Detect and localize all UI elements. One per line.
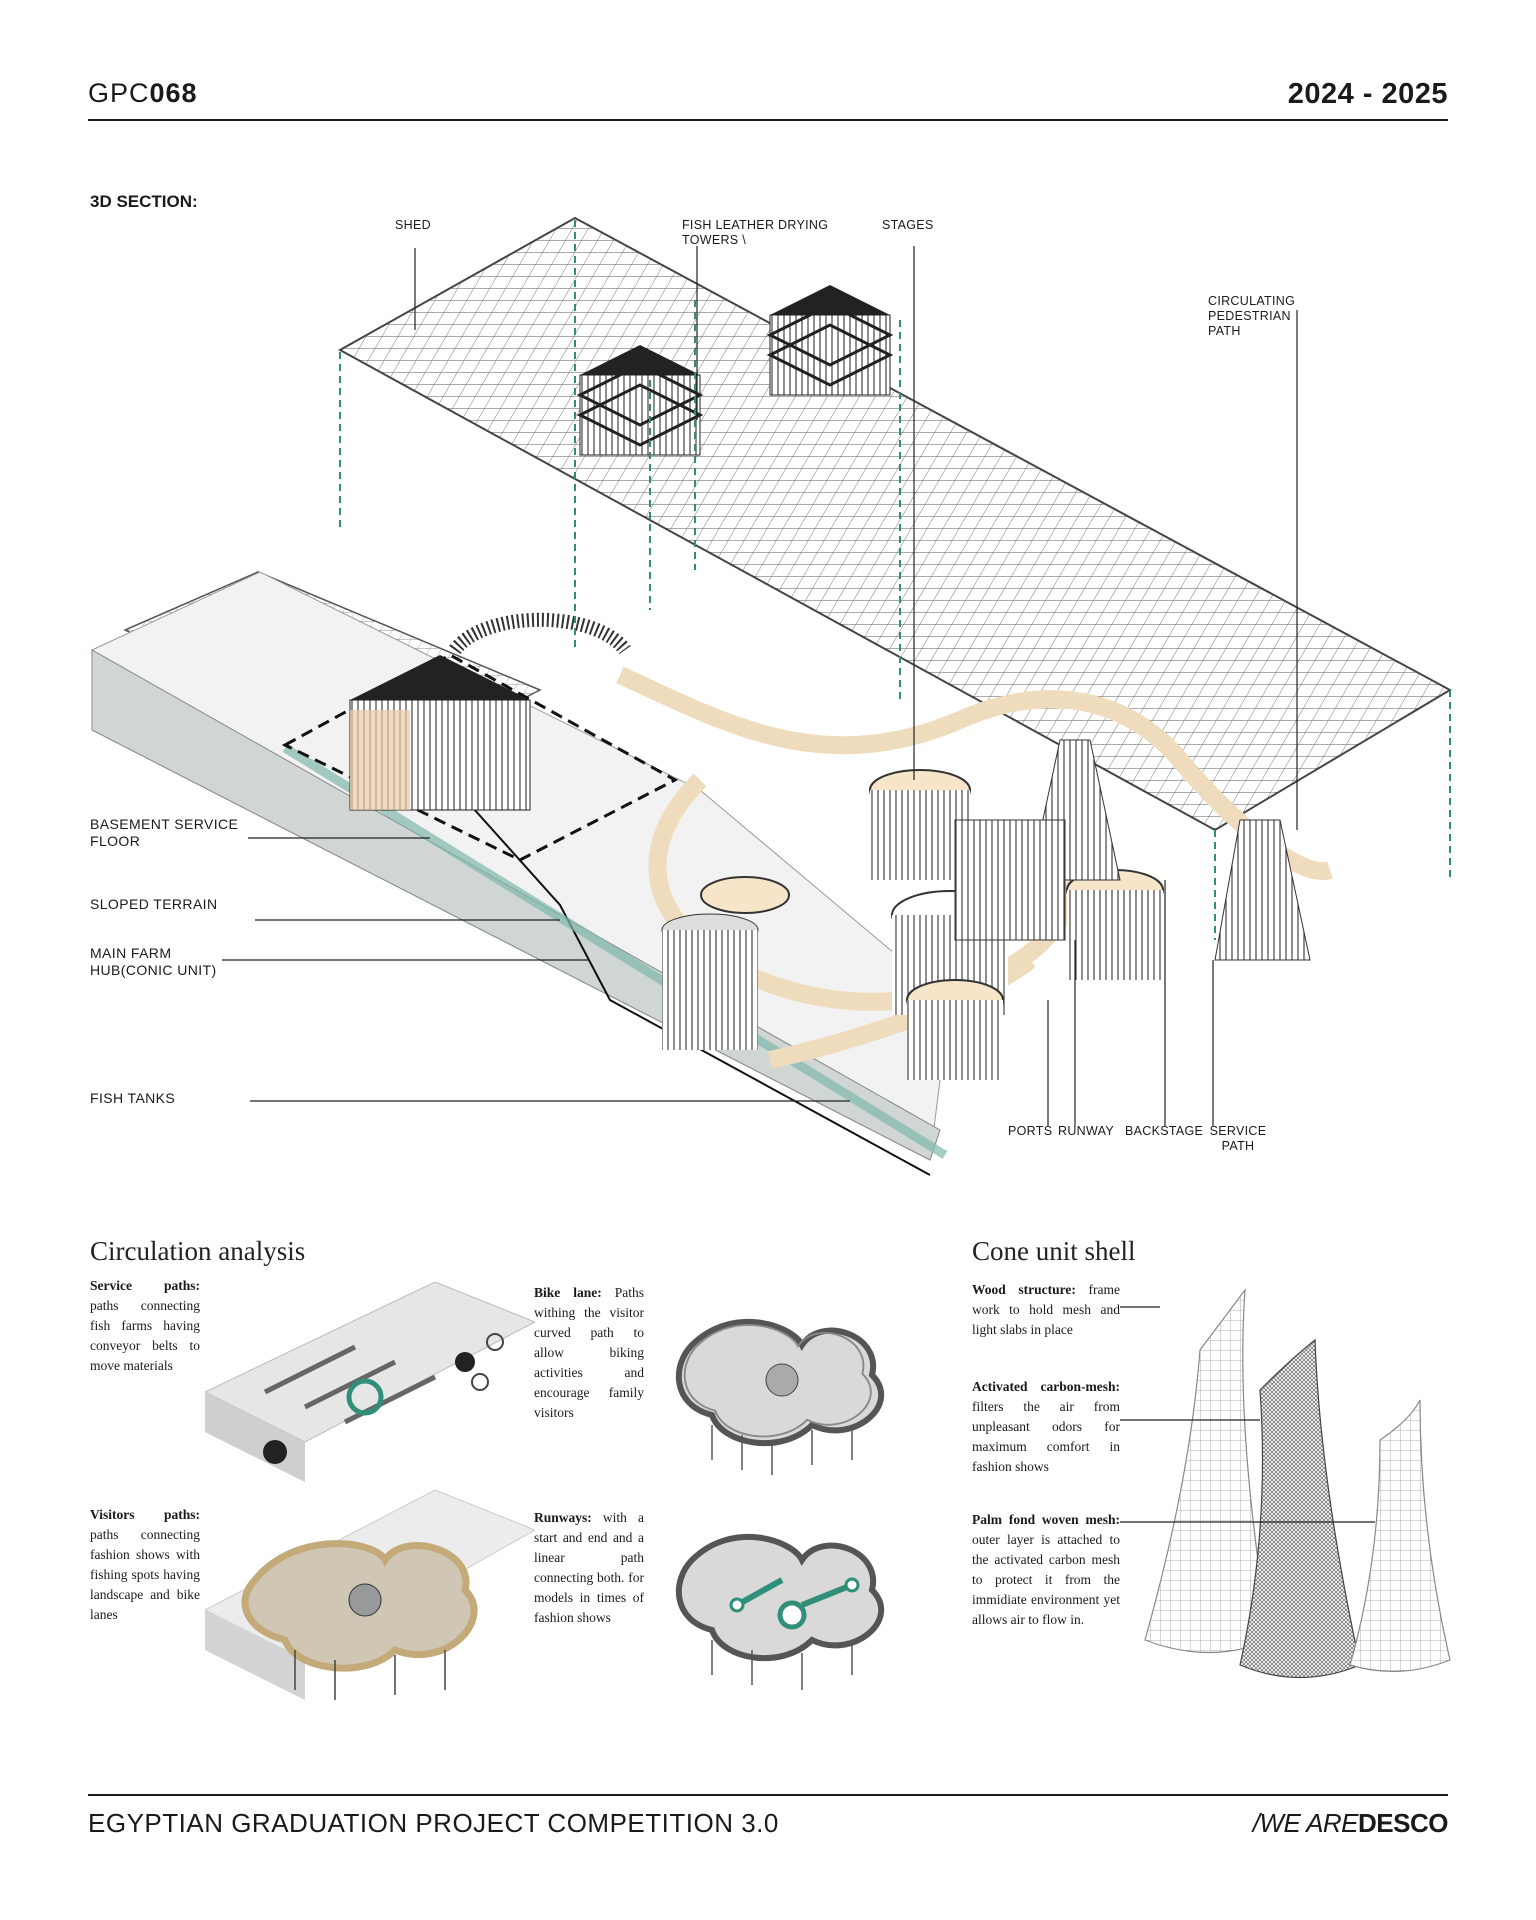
label-fish-tanks: FISH TANKS [90,1090,176,1106]
service-paths-title: Service paths: [90,1278,200,1293]
palm-mesh-cone [1349,1399,1451,1673]
brand-name: DESCO [1358,1808,1448,1838]
stage-drum-5 [700,876,790,914]
label-ports: PORTS [1008,1124,1053,1138]
green-dashed-guides [339,220,1451,940]
section-title: 3D SECTION: [90,192,198,211]
circulation-title: Circulation analysis [90,1236,306,1266]
amphitheatre [449,612,631,655]
carbon-mesh-text: filters the air from unpleasant odors fo… [972,1399,1120,1474]
wood-frame-cone [1144,1288,1271,1654]
service-paths-diagram [205,1282,535,1482]
palm-mesh-text: outer layer is attached to the activated… [972,1532,1120,1627]
stage-drum-4 [906,979,1004,1080]
label-basement: BASEMENT SERVICE FLOOR [90,816,239,849]
carbon-mesh-title: Activated carbon-mesh: [972,1379,1120,1394]
drying-tower-2 [766,285,894,396]
runways-note: Runways: with a start and end and a line… [534,1508,644,1628]
visitors-paths-text: paths connecting fashion shows with fish… [90,1527,200,1622]
brand-logo: /WE AREDESCO [1252,1808,1449,1839]
sloped-terrain-line [429,759,931,1176]
label-sloped-terrain: SLOPED TERRAIN [90,896,218,912]
carbon-mesh-cone [1239,1338,1361,1679]
service-paths-note: Service paths: paths connecting fish far… [90,1276,200,1376]
label-stages: STAGES [882,218,934,232]
bike-lane-diagram [676,1318,885,1475]
competition-title: EGYPTIAN GRADUATION PROJECT COMPETITION … [88,1808,779,1838]
label-main-farm: MAIN FARM HUB(CONIC UNIT) [90,945,217,978]
label-drying-towers: FISH LEATHER DRYING TOWERS \ [682,218,829,247]
cone-unit-2 [1214,819,1311,961]
cone-shell-diagram [1120,1288,1451,1679]
wood-structure-title: Wood structure: [972,1282,1076,1297]
runways-title: Runways: [534,1510,592,1525]
header-rule [88,119,1448,121]
stage-drum-1 [869,769,971,880]
visitors-paths-note: Visitors paths: paths connecting fashion… [90,1505,200,1625]
runways-diagram [676,1533,885,1690]
palm-mesh-title: Palm fond woven mesh: [972,1512,1120,1527]
label-service-path: SERVICE PATH [1209,1124,1267,1153]
cone-unit-1 [661,913,759,1050]
label-backstage: BACKSTAGE [1125,1124,1204,1138]
label-circulating-path: CIRCULATING PEDESTRIAN PATH [1208,294,1296,338]
drying-tower-1 [576,345,704,456]
stage-drum-3 [1066,869,1164,980]
code-number: 068 [149,78,198,108]
palm-mesh-note: Palm fond woven mesh: outer layer is att… [972,1510,1120,1630]
teal-strip [282,744,948,1159]
label-runway: RUNWAY [1058,1124,1114,1138]
code-prefix: GPC [88,78,150,108]
bike-lane-title: Bike lane: [534,1285,602,1300]
bike-lane-note: Bike lane: Paths withing the visitor cur… [534,1283,644,1423]
axonometric-section-drawing [91,216,1453,1176]
visitors-paths-title: Visitors paths: [90,1507,200,1522]
brand-prefix: /WE ARE [1252,1808,1359,1838]
cone-shell-title: Cone unit shell [972,1236,1136,1266]
runways-text: with a start and end and a linear path c… [534,1510,645,1625]
project-code: GPC068 [88,78,198,109]
visitors-paths-diagram [205,1490,535,1700]
wood-structure-text: frame work to hold mesh and light slabs … [972,1282,1121,1337]
footer-rule [88,1794,1448,1796]
service-paths-text: paths connecting fish farms having conve… [90,1298,200,1373]
project-year: 2024 - 2025 [1287,78,1448,110]
bike-lane-text: Paths withing the visitor curved path to… [534,1285,644,1420]
leader-lines [222,246,1298,1126]
carbon-mesh-note: Activated carbon-mesh: filters the air f… [972,1377,1120,1477]
label-shed: SHED [395,218,431,232]
drying-tower-3 [349,655,531,811]
wood-structure-note: Wood structure: frame work to hold mesh … [972,1280,1120,1340]
backstage-block [954,819,1066,941]
